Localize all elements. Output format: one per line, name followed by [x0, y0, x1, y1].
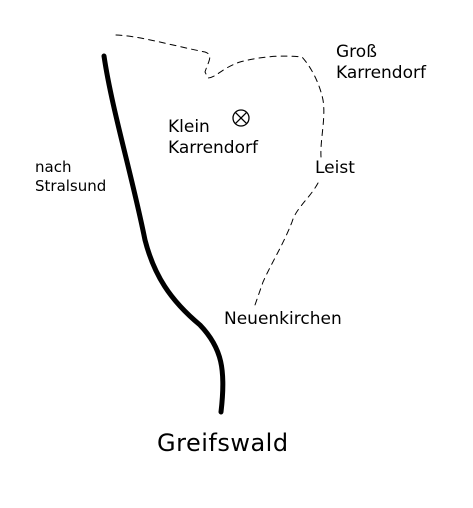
crossed-circle-icon	[232, 109, 250, 127]
nach-stralsund-line-1: nach	[35, 158, 72, 176]
place-label-gross-karrendorf: Groß Karrendorf	[336, 42, 426, 85]
klein-karrendorf-line-2: Karrendorf	[168, 138, 258, 159]
dashed-boundary-path	[115, 34, 325, 306]
gross-karrendorf-line-1: Groß	[336, 42, 377, 62]
place-label-leist: Leist	[315, 158, 355, 178]
gross-karrendorf-line-2: Karrendorf	[336, 63, 426, 84]
main-road	[101, 53, 226, 415]
place-label-neuenkirchen: Neuenkirchen	[224, 309, 342, 329]
klein-karrendorf-line-1: Klein	[168, 117, 210, 137]
place-label-greifswald: Greifswald	[157, 429, 289, 457]
place-label-nach-stralsund: nach Stralsund	[35, 158, 106, 196]
nach-stralsund-line-2: Stralsund	[35, 176, 107, 195]
place-label-klein-karrendorf: Klein Karrendorf	[168, 117, 258, 160]
